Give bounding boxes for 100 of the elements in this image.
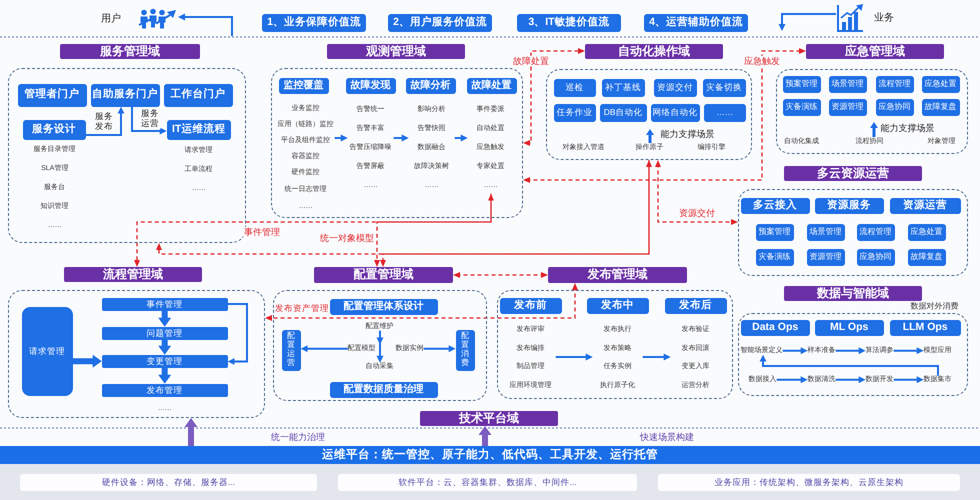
arrow [894,376,924,384]
module-box: 场景管理 [828,76,867,93]
module-box: 资源交付 [654,78,697,97]
module-box: 配置消费 [456,330,475,371]
module-box: 多云接入 [740,198,810,214]
module-box: 服务设计 [22,120,86,140]
module-box: 故障发现 [346,78,396,94]
arrow [376,330,384,362]
arrow [454,272,548,278]
arrow [778,13,836,31]
module-box: 流程管理 [856,224,895,241]
layer-box: 软件平台：云、容器集群、数据库、中间件... [338,474,637,491]
edge-label: 统一对象模型 [319,232,375,244]
process-bar: 问题管理 [102,326,228,340]
module-box: 发布中 [586,298,649,314]
title-bar: 多云资源运营 [784,166,922,181]
module-box: 预案管理 [756,224,794,241]
arrow [394,134,409,142]
arrow [760,354,939,376]
platform-band: 运维平台：统一管控、原子能力、低代码、工具开发、运行托管 [0,446,980,464]
arrow [134,194,494,266]
module-box: 流程管理 [876,76,914,93]
edge-label: 事件管理 [243,226,281,238]
dashed-panel [497,290,733,399]
value-stream-box: 2、用户服务价值流 [388,14,492,32]
dashed-panel [8,290,265,418]
module-box: 灾备切换 [702,78,746,97]
module-box: 自助服务门户 [90,84,160,107]
arrow [480,426,490,446]
module-box: 工作台门户 [164,84,233,107]
module-box: 资源服务 [814,198,884,214]
edge-label: 发布资产管理 [274,304,330,314]
value-stream-box: 3、IT敏捷价值流 [517,14,621,32]
module-box: 灾备演练 [756,248,794,266]
dashed-panel [776,69,968,154]
arrow [454,134,468,142]
item-text: 能力支撑场景 [880,122,935,133]
module-box: 资源运营 [890,198,961,214]
module-box: 配置管理体系设计 [330,298,438,315]
arrow [160,340,170,355]
title-bar: 服务管理域 [60,44,200,59]
arrow [524,48,806,183]
arrow [642,354,671,360]
module-box: 预案管理 [782,76,821,93]
arrow [178,14,233,36]
module-box: 场景管理 [806,224,845,241]
arrow [228,303,248,365]
dashed-panel [738,189,968,276]
item-text: 能力支撑场景 [660,128,715,139]
arrow [655,160,738,225]
module-box: 资源管理 [828,98,867,116]
arrow [380,160,650,266]
module-box: 应急协同 [876,98,914,116]
title-bar: 自动化操作域 [585,44,723,59]
item-text: 数据对外消费 [910,301,959,310]
dashed-panel [271,68,523,218]
process-bar: 发布管理 [102,384,228,397]
layer-box: 业务应用：传统架构、微服务架构、云原生架构 [658,474,960,491]
module-box: 故障处置 [466,78,517,94]
arrow [424,345,456,352]
arrow [86,106,124,136]
module-box: 补丁基线 [602,78,645,97]
title-bar: 数据与智能域 [784,286,922,301]
arrow [836,376,866,384]
title-bar: 应急管理域 [806,44,944,59]
module-box: 任务作业 [554,104,596,122]
value-stream-box: 1、业务保障价值流 [262,14,366,32]
process-bar: 事件管理 [102,298,228,311]
module-box: …… [704,104,746,122]
edge-label: 服务运营 [140,109,160,129]
arrow [160,310,170,327]
edge-label: 资源交付 [678,208,716,218]
arrow [524,48,584,146]
arrow [556,354,593,360]
arrow [72,356,102,366]
module-box: 配置数据质量治理 [330,382,438,398]
module-box: Data Ops [740,320,810,336]
module-box: 发布后 [664,298,727,314]
arrow [374,194,492,266]
icon-caption: 业务 [874,12,894,24]
arrow [131,106,167,134]
title-bar: 流程管理域 [64,267,202,282]
title-bar: 技术平台域 [420,411,558,426]
module-box: 请求管理 [22,306,73,396]
arrow [156,160,652,255]
base-band [0,464,980,500]
arrow [894,347,924,354]
module-box: DB自动化 [600,104,647,122]
module-box: IT运维流程 [166,120,231,140]
arrow [334,134,348,142]
arrow [266,284,578,321]
module-box: 应急处置 [922,76,960,93]
arrow [160,368,170,384]
module-box: 资源管理 [806,248,845,266]
title-bar: 配置管理域 [314,267,453,283]
module-box: 灾备演练 [782,98,821,116]
title-bar: 观测管理域 [327,44,465,59]
module-box: 应急处置 [908,224,946,241]
module-box: 管理者门户 [18,84,87,107]
dashed-panel [8,68,246,243]
